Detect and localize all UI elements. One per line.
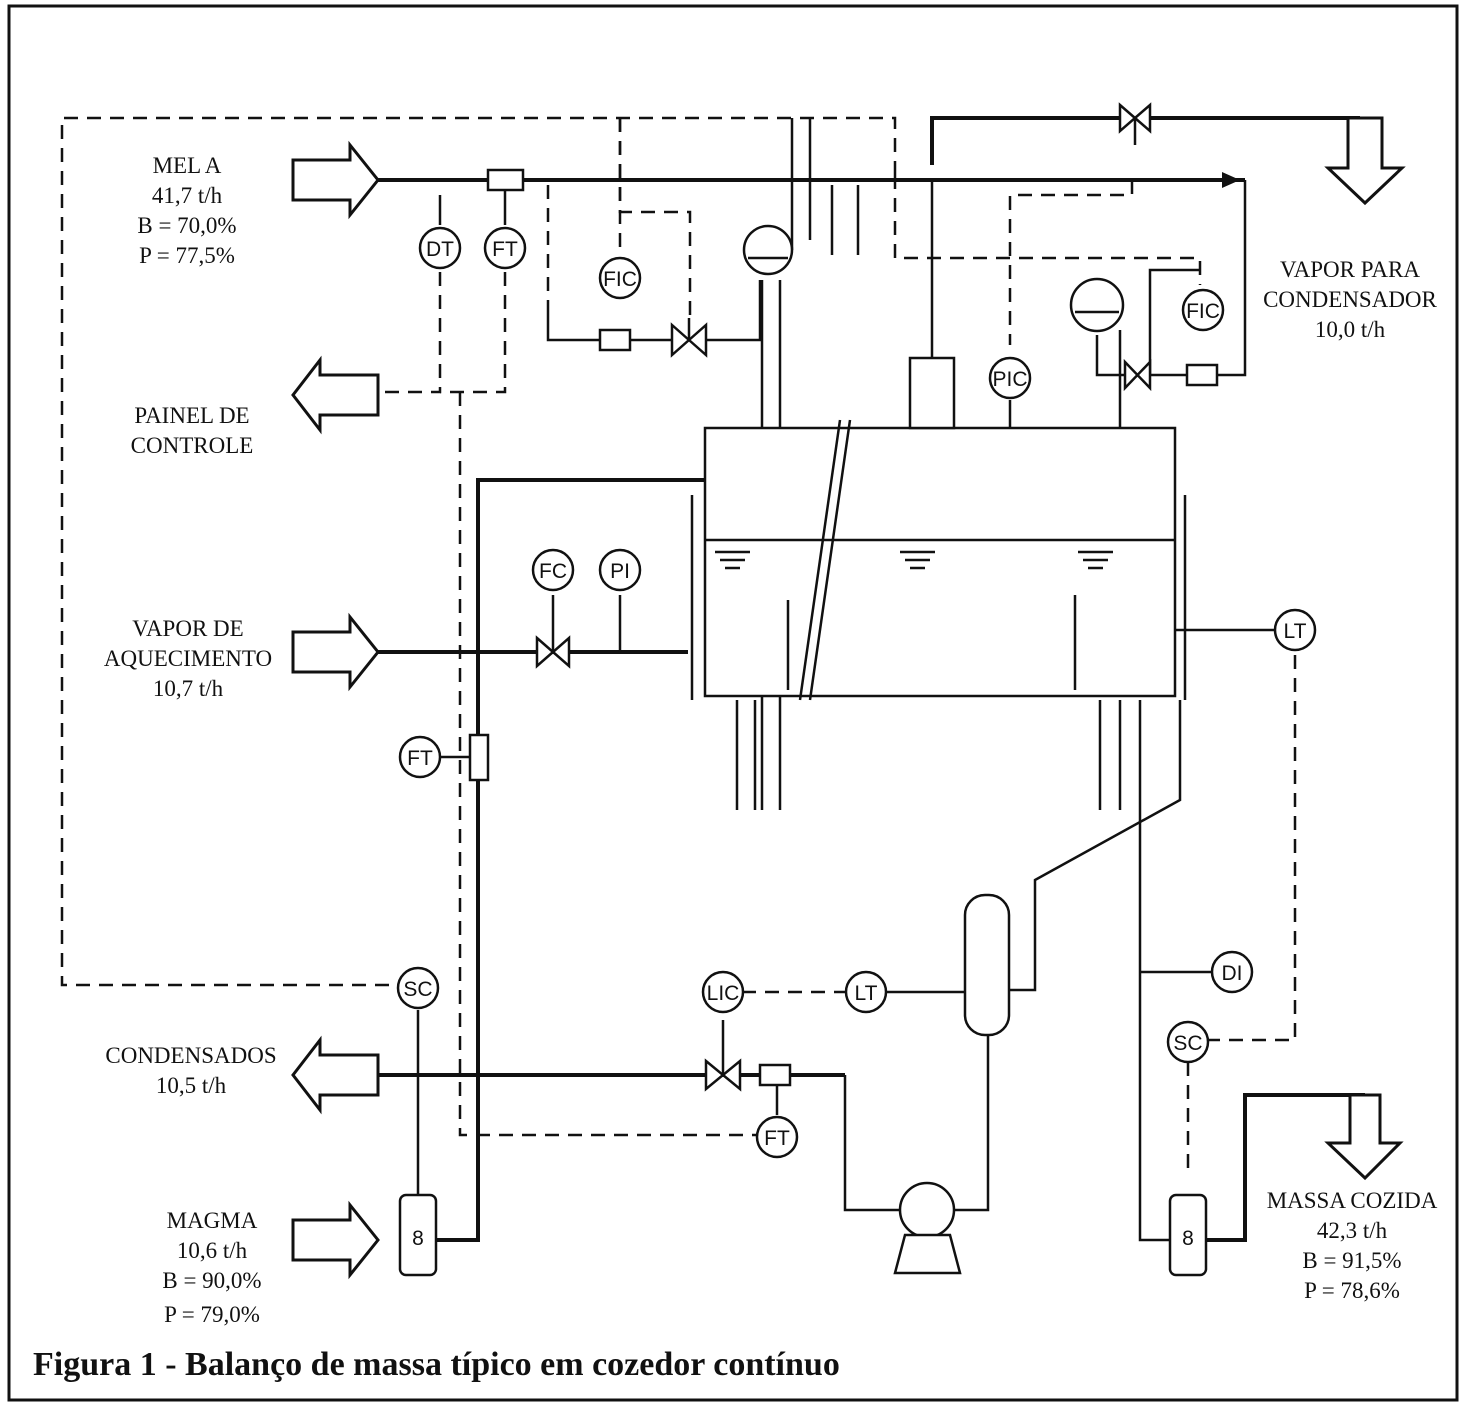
valve-top (1118, 102, 1152, 145)
svg-text:P = 79,0%: P = 79,0% (164, 1302, 260, 1327)
svg-text:8: 8 (1182, 1227, 1194, 1250)
svg-text:FT: FT (407, 747, 433, 770)
instrument-ft-vapor: FT (398, 735, 470, 779)
svg-text:DI: DI (1222, 962, 1243, 985)
svg-text:LT: LT (1284, 620, 1307, 643)
flow-element-vapor (468, 733, 490, 782)
svg-text:42,3 t/h: 42,3 t/h (1317, 1218, 1388, 1243)
svg-text:CONDENSADOR: CONDENSADOR (1263, 287, 1437, 312)
instrument-di: DI (1210, 950, 1254, 994)
label-painel: PAINEL DE CONTROLE (131, 403, 254, 458)
svg-text:DT: DT (426, 238, 454, 261)
instrument-dt: DT (418, 195, 462, 270)
label-vapor-condensador: VAPOR PARA CONDENSADOR 10,0 t/h (1263, 257, 1437, 342)
svg-text:PI: PI (610, 560, 630, 583)
flow-element-mel (486, 168, 525, 192)
svg-text:10,0 t/h: 10,0 t/h (1315, 317, 1386, 342)
feed-tank-left (742, 224, 794, 276)
svg-text:CONDENSADOS: CONDENSADOS (105, 1043, 276, 1068)
svg-text:P = 78,6%: P = 78,6% (1304, 1278, 1400, 1303)
svg-text:VAPOR PARA: VAPOR PARA (1280, 257, 1420, 282)
instrument-fic-right: FIC (1181, 288, 1225, 332)
instrument-sc-left: SC (396, 966, 440, 1010)
control-signal-lines (60, 116, 1297, 1175)
instrument-ft-cond: FT (755, 1085, 799, 1159)
svg-text:B = 91,5%: B = 91,5% (1302, 1248, 1401, 1273)
valve-fic-right (1123, 358, 1152, 392)
instrument-lt-mid: LT (844, 970, 965, 1014)
arrow-massa-cozida-out (1324, 1093, 1404, 1181)
valve-lic (704, 1020, 742, 1092)
svg-text:10,7 t/h: 10,7 t/h (153, 676, 224, 701)
instrument-ft-mel: FT (483, 190, 527, 270)
process-pipes (378, 116, 1365, 1242)
valve-fc (535, 595, 571, 669)
svg-text:10,6 t/h: 10,6 t/h (177, 1238, 248, 1263)
svg-text:P = 77,5%: P = 77,5% (139, 243, 235, 268)
flow-element-fic-left (598, 328, 632, 352)
svg-text:FT: FT (492, 238, 518, 261)
svg-text:SC: SC (403, 978, 432, 1001)
svg-text:FIC: FIC (1186, 300, 1220, 323)
figure-caption: Figura 1 - Balanço de massa típico em co… (33, 1346, 840, 1383)
svg-text:VAPOR DE: VAPOR DE (132, 616, 243, 641)
svg-text:PIC: PIC (992, 368, 1027, 391)
centrifugal-pump (893, 1181, 962, 1275)
instrument-sc-right: SC (1166, 1020, 1210, 1064)
instrument-fc: FC (531, 548, 575, 592)
svg-text:CONTROLE: CONTROLE (131, 433, 254, 458)
feed-tank-right (1069, 277, 1125, 333)
label-condensados: CONDENSADOS 10,5 t/h (105, 1043, 276, 1098)
label-vapor-aquecimento: VAPOR DE AQUECIMENTO 10,7 t/h (104, 616, 272, 701)
svg-text:MASSA COZIDA: MASSA COZIDA (1267, 1188, 1438, 1213)
arrow-magma-in (291, 1200, 380, 1280)
valve-fic-left (670, 318, 708, 358)
instrument-pi: PI (598, 548, 642, 592)
svg-text:PAINEL DE: PAINEL DE (134, 403, 249, 428)
svg-text:FT: FT (764, 1127, 790, 1150)
separator-vessel (963, 893, 1011, 1037)
svg-text:MEL A: MEL A (153, 153, 222, 178)
flow-element-fic-right (1185, 363, 1219, 387)
arrow-mel-a-in (291, 140, 380, 220)
svg-text:LT: LT (855, 982, 878, 1005)
svg-text:SC: SC (1173, 1032, 1202, 1055)
continuous-pan-vessel (690, 356, 1187, 701)
massa-cozida-pump: 8 (1168, 1193, 1208, 1277)
flow-element-cond (758, 1063, 792, 1087)
svg-text:41,7 t/h: 41,7 t/h (152, 183, 223, 208)
instrument-pic: PIC (988, 356, 1032, 400)
svg-text:8: 8 (412, 1227, 424, 1250)
svg-text:FIC: FIC (603, 268, 637, 291)
svg-text:LIC: LIC (707, 982, 740, 1005)
arrow-condensados-out (291, 1035, 380, 1115)
magma-pump: 8 (398, 1010, 438, 1277)
svg-text:B = 90,0%: B = 90,0% (162, 1268, 261, 1293)
figure-border (7, 4, 1459, 1402)
instrument-lic: LIC (701, 970, 745, 1014)
svg-text:10,5 t/h: 10,5 t/h (156, 1073, 227, 1098)
label-massa-cozida: MASSA COZIDA 42,3 t/h B = 91,5% P = 78,6… (1267, 1188, 1438, 1303)
svg-text:MAGMA: MAGMA (167, 1208, 258, 1233)
label-mel-a: MEL A 41,7 t/h B = 70,0% P = 77,5% (137, 153, 236, 268)
instrument-fic-left: FIC (598, 256, 642, 300)
svg-text:AQUECIMENTO: AQUECIMENTO (104, 646, 272, 671)
label-magma: MAGMA 10,6 t/h B = 90,0% P = 79,0% (162, 1208, 261, 1327)
arrow-vapor-in (291, 612, 380, 692)
arrow-vapor-condensador-out (1324, 116, 1406, 206)
liquid-level-marks (715, 550, 1113, 570)
arrow-painel-out (291, 355, 380, 435)
instrument-lt-right: LT (1273, 608, 1317, 652)
svg-text:FC: FC (539, 560, 567, 583)
svg-text:B = 70,0%: B = 70,0% (137, 213, 236, 238)
